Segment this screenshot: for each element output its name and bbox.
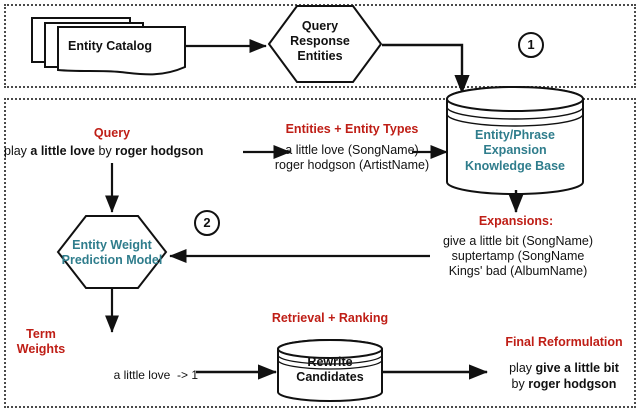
- query-entity-artist: roger hodgson: [115, 144, 204, 158]
- query-mid: by: [95, 144, 116, 158]
- entity-item-1: a little love (SongName): [285, 143, 419, 157]
- term-weights-label-line-2: Weights: [16, 341, 66, 356]
- expansions-list: give a little bit (SongName) suptertamp …: [430, 234, 606, 278]
- kb-line-3: Knowledge Base: [464, 158, 566, 173]
- entity-item-2: roger hodgson (ArtistName): [274, 157, 430, 172]
- final-reformulation-text: play give a little bit by roger hodgson: [490, 360, 638, 393]
- term-weight-row: a little love -> 1: [113, 367, 198, 382]
- term-weights-label-line-1: Term: [26, 327, 56, 341]
- entity-weight-model-label: Entity Weight Prediction Model: [42, 238, 182, 268]
- expansions-label: Expansions:: [478, 214, 554, 228]
- model-line-2: Prediction Model: [61, 253, 163, 267]
- final-line-1: play give a little bit: [490, 360, 638, 376]
- retrieval-ranking-label: Retrieval + Ranking: [271, 311, 389, 325]
- entity-catalog-label: Entity Catalog: [68, 39, 153, 53]
- query-prefix: play: [4, 144, 31, 158]
- rewrite-candidates-label: Rewrite Candidates: [278, 355, 382, 386]
- knowledge-base-label: Entity/Phrase Expansion Knowledge Base: [455, 128, 575, 174]
- expansion-item-1: give a little bit (SongName): [442, 234, 594, 248]
- final-mid: by: [511, 377, 529, 392]
- rewrite-line-2: Candidates: [296, 370, 364, 385]
- query-label: Query: [93, 126, 131, 140]
- stage-marker-2: 2: [194, 210, 220, 236]
- kb-line-1: Entity/Phrase: [475, 128, 555, 142]
- expansion-item-2: suptertamp (SongName: [451, 248, 585, 263]
- final-reformulation-label: Final Reformulation: [505, 335, 623, 349]
- entities-types-label: Entities + Entity Types: [285, 122, 419, 136]
- query-response-entities-label: Query Response Entities: [280, 19, 360, 64]
- entities-list: a little love (SongName) roger hodgson (…: [262, 143, 442, 173]
- model-line-1: Entity Weight: [72, 238, 152, 252]
- term-weights-list: a little love -> 1 roger hodgson -> 2 gi…: [52, 337, 198, 413]
- query-entity-song: a little love: [30, 144, 96, 158]
- qre-line-1: Query: [301, 19, 339, 33]
- stage-2-3-panel: [4, 98, 636, 408]
- query-text: play a little love by roger hodgson: [4, 144, 203, 159]
- kb-line-2: Expansion: [483, 143, 547, 158]
- final-line-2: by roger hodgson: [490, 376, 638, 392]
- stage-marker-1: 1: [518, 32, 544, 58]
- term-weights-label: Term Weights: [10, 327, 72, 357]
- final-prefix: play: [509, 361, 536, 375]
- expansion-item-3: Kings' bad (AlbumName): [448, 263, 588, 278]
- qre-line-3: Entities: [297, 49, 343, 63]
- qre-line-2: Response: [290, 34, 350, 48]
- final-entity-artist: roger hodgson: [528, 377, 617, 392]
- rewrite-line-1: Rewrite: [307, 355, 353, 369]
- final-entity-song: give a little bit: [535, 361, 619, 375]
